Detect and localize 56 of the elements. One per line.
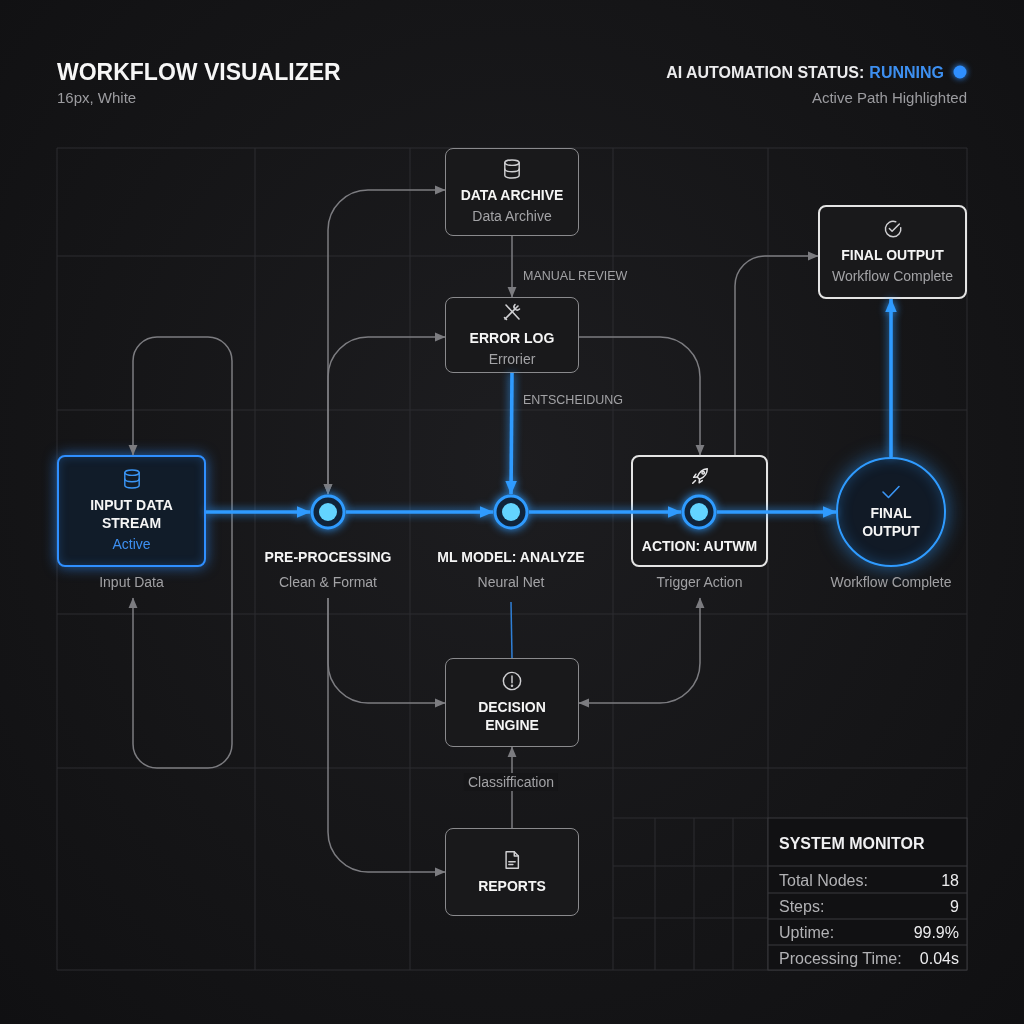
arrow bbox=[578, 336, 705, 456]
node-caption: Workflow Complete bbox=[830, 573, 952, 591]
page-title: WORKFLOW VISUALIZER bbox=[57, 59, 341, 86]
status-label: AI AUTOMATION STATUS: bbox=[666, 63, 865, 82]
ring-dot-icon bbox=[681, 494, 717, 530]
arrow bbox=[327, 597, 446, 877]
node-subtitle: Errorier bbox=[488, 350, 536, 368]
output-box bbox=[818, 205, 967, 299]
node-subtitle: Neural Net bbox=[477, 573, 545, 591]
stat-value: 9 bbox=[950, 897, 959, 916]
arrow bbox=[323, 332, 446, 495]
stat-label: Total Nodes: bbox=[779, 871, 868, 890]
node-title: ACTION: AUTWM bbox=[641, 537, 758, 555]
arrow bbox=[734, 251, 819, 456]
edge-label: MANUAL REVIEW bbox=[523, 268, 628, 285]
stat-label: Uptime: bbox=[779, 923, 835, 942]
status-value: RUNNING bbox=[869, 63, 944, 82]
node-caption: Trigger Action bbox=[656, 573, 743, 591]
reports-box bbox=[445, 828, 579, 916]
stat-label: Steps: bbox=[779, 897, 825, 916]
panel-title: SYSTEM MONITOR bbox=[779, 834, 925, 853]
stat-label: Processing Time: bbox=[779, 949, 902, 968]
arrow bbox=[128, 336, 233, 769]
node-title: DATA ARCHIVE bbox=[460, 186, 564, 204]
stat-value: 18 bbox=[941, 871, 959, 890]
page-subtitle: 16px, White bbox=[57, 89, 137, 107]
archive-box bbox=[445, 148, 579, 236]
node-subtitle: Data Archive bbox=[472, 207, 552, 225]
arrow bbox=[507, 235, 517, 298]
node-title: ERROR LOG bbox=[469, 329, 555, 347]
node-title: FINAL OUTPUT bbox=[841, 246, 944, 264]
edge-label: ENTSCHEIDUNG bbox=[523, 392, 623, 409]
stat-value: 0.04s bbox=[919, 949, 959, 968]
node-subtitle: Clean & Format bbox=[279, 573, 377, 591]
arrow bbox=[505, 373, 517, 495]
arrow bbox=[206, 506, 311, 518]
node-caption: Input Data bbox=[99, 573, 164, 591]
arrow bbox=[529, 506, 682, 518]
connector-line bbox=[510, 601, 513, 659]
node-title: REPORTS bbox=[478, 876, 546, 895]
node-subtitle: Active bbox=[112, 535, 151, 553]
error-log-box bbox=[445, 297, 579, 373]
output-circle bbox=[836, 457, 946, 567]
node-title: PRE-PROCESSING bbox=[264, 548, 392, 566]
arrow bbox=[578, 597, 705, 708]
node-title: FINAL OUTPUT bbox=[861, 504, 921, 540]
node-title: ML MODEL: ANALYZE bbox=[437, 548, 585, 566]
arrow bbox=[346, 506, 494, 518]
arrow bbox=[717, 506, 837, 518]
decision-box bbox=[445, 658, 579, 747]
node-title: DECISION ENGINE bbox=[477, 698, 547, 734]
node-subtitle: Workflow Complete bbox=[831, 267, 954, 285]
stat-value: 99.9% bbox=[913, 923, 959, 942]
node-title: INPUT DATA STREAM bbox=[89, 496, 174, 532]
arrow bbox=[885, 298, 897, 457]
page-note: Active Path Highlighted bbox=[811, 89, 967, 107]
